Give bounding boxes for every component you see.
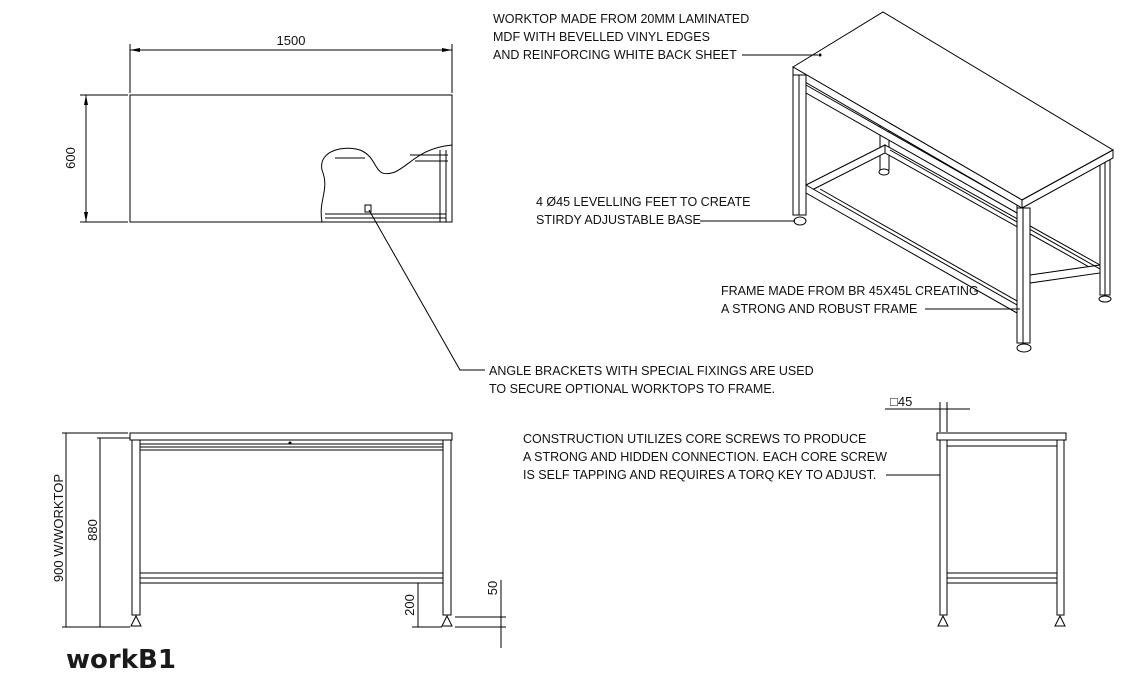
drawing-title: workB1 — [66, 645, 176, 675]
dim-overall-height: 900 W/WORKTOP — [51, 474, 66, 582]
note-brackets-1: ANGLE BRACKETS WITH SPECIAL FIXINGS ARE … — [489, 364, 814, 378]
note-feet-2: STIRDY ADJUSTABLE BASE — [536, 213, 701, 227]
dim-depth: 600 — [63, 147, 78, 169]
cutaway-section — [320, 144, 453, 223]
note-worktop-1: WORKTOP MADE FROM 20MM LAMINATED — [493, 12, 749, 26]
note-frame-2: A STRONG AND ROBUST FRAME — [721, 302, 917, 316]
top-view: 1500 600 — [63, 33, 485, 371]
note-feet-1: 4 Ø45 LEVELLING FEET TO CREATE — [536, 195, 750, 209]
isometric-view — [792, 11, 1115, 353]
dim-width: 1500 — [277, 33, 306, 48]
dim-profile: □45 — [890, 394, 912, 409]
angle-bracket — [364, 204, 372, 213]
note-screws-1: CONSTRUCTION UTILIZES CORE SCREWS TO PRO… — [523, 432, 866, 446]
note-screws-2: A STRONG AND HIDDEN CONNECTION. EACH COR… — [523, 450, 887, 464]
note-brackets-2: TO SECURE OPTIONAL WORKTOPS TO FRAME. — [489, 382, 775, 396]
side-view: □45 — [885, 394, 1067, 627]
front-view: 900 W/WORKTOP 880 200 50 — [51, 432, 506, 648]
note-screws-3: IS SELF TAPPING AND REQUIRES A TORQ KEY … — [523, 468, 876, 482]
dim-frame-height: 880 — [85, 519, 100, 541]
note-worktop-2: MDF WITH BEVELLED VINYL EDGES — [493, 30, 710, 44]
note-frame-1: FRAME MADE FROM BR 45X45L CREATING — [721, 284, 979, 298]
dim-rail-height: 200 — [402, 594, 417, 616]
note-worktop-3: AND REINFORCING WHITE BACK SHEET — [493, 48, 737, 62]
dim-foot-adjust: 50 — [485, 581, 500, 595]
